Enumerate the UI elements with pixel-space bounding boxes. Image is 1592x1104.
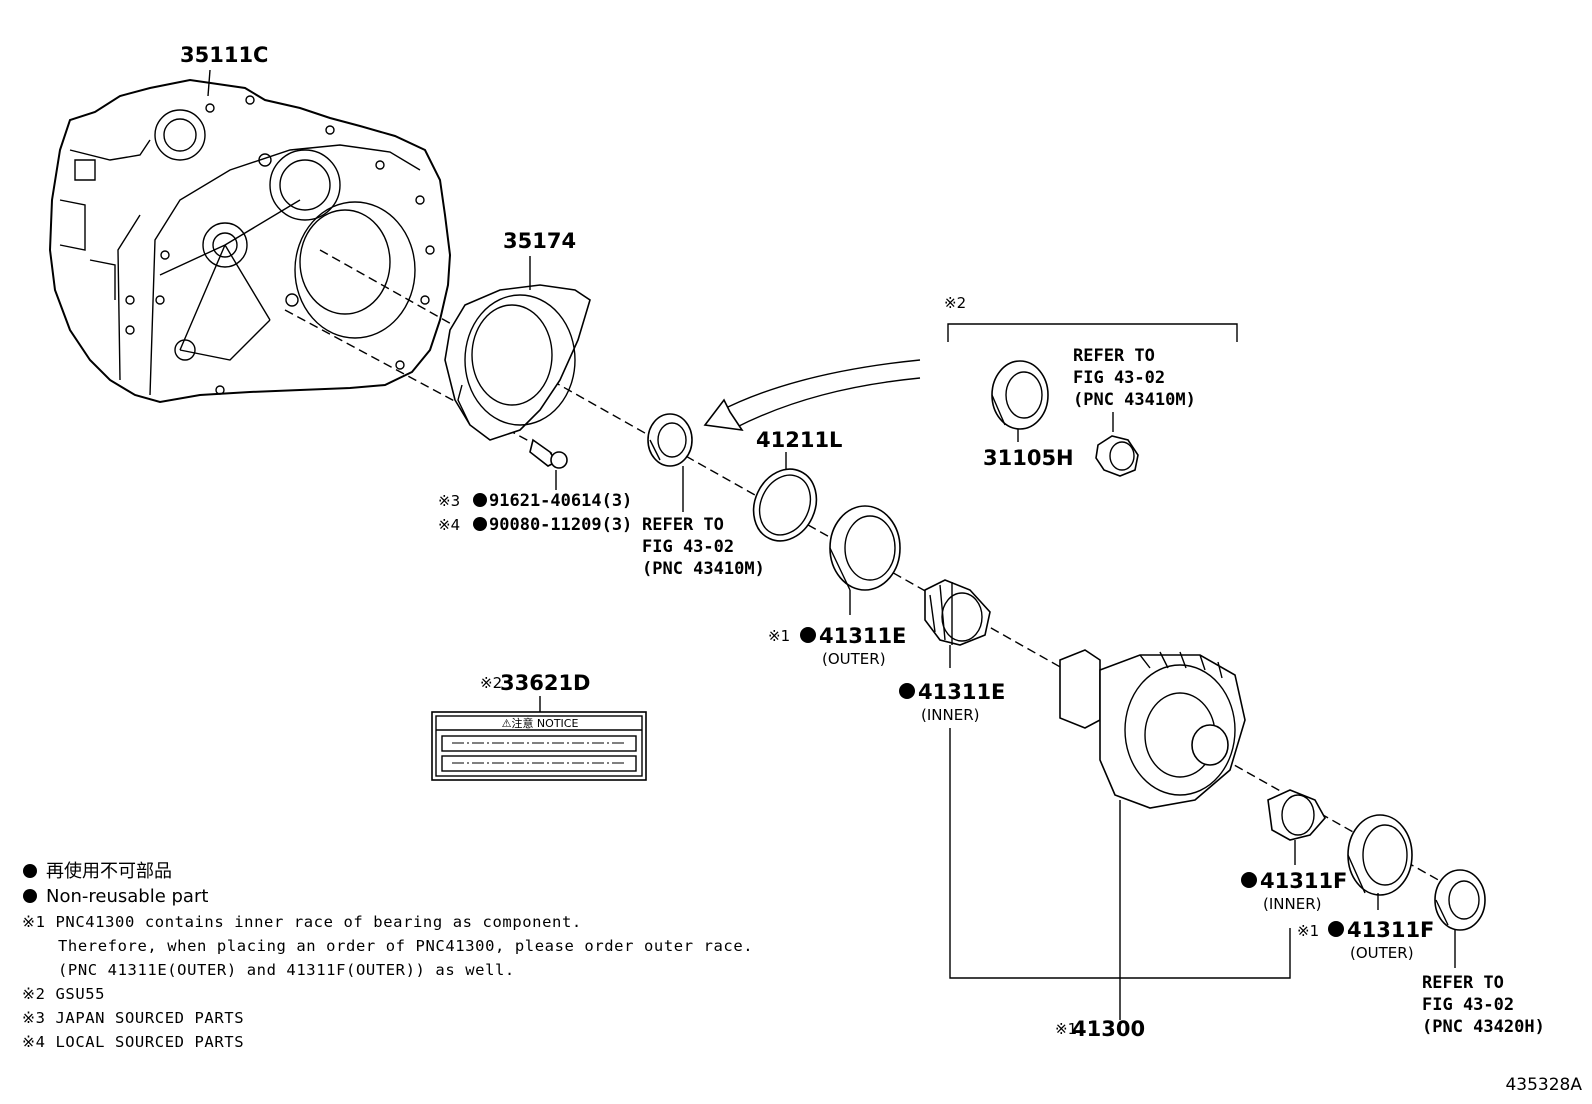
left-seal-ref-2: FIG 43-02 [642,537,734,557]
bearing-inner-e-label: 41311E [918,680,1005,704]
bearing-inner-f-label: 41311F [1260,869,1347,893]
bearing-outer-f-nonreusable-icon [1328,921,1344,937]
transaxle-housing-drawing [48,78,452,404]
bolt-drawing [529,438,568,469]
assembly-axis [319,249,1466,896]
bearing-outer-f-drawing [1347,814,1413,896]
bearing-inner-f-sub: (INNER) [1263,895,1321,913]
legend-note1-line2: Therefore, when placing an order of PNC4… [58,937,753,955]
housing-leader [207,69,211,97]
gsu-variant-arrow [717,359,921,413]
bearing-outer-e-sub: (OUTER) [822,650,886,668]
top-seal-ref-1: REFER TO [1073,346,1155,366]
legend-nonreusable-icon [23,889,37,903]
legend-note4: ※4 LOCAL SOURCED PARTS [22,1033,244,1051]
notice-label-mark: ※2 [480,674,502,692]
bolt-local-mark: ※4 [438,516,460,534]
bearing-inner-f-nonreusable-icon [1241,872,1257,888]
arrow-head-icon [703,398,744,432]
bearing-inner-e-nonreusable-icon [899,683,915,699]
right-seal-ref-3: (PNC 43420H) [1422,1017,1545,1037]
cover-plate-label: 35174 [503,229,576,253]
bolt-jp-mark: ※3 [438,492,460,510]
shim-ring-label: 41211L [756,428,842,452]
right-seal-ref-2: FIG 43-02 [1422,995,1514,1015]
legend-nonreusable-icon-jp [23,864,37,878]
differential-mark: ※1 [1055,1020,1077,1038]
left-seal-ref-3: (PNC 43410M) [642,559,765,579]
bolt-jp-nonreusable-icon [473,493,487,507]
left-oil-seal-drawing [647,413,693,467]
legend-jp-nonreusable: 再使用不可部品 [46,861,172,882]
legend-note1-line3: (PNC 41311E(OUTER) and 41311F(OUTER)) as… [58,961,515,979]
bearing-inner-e-drawing [924,579,991,646]
shim-ring-drawing [752,468,818,542]
notice-label-header: ⚠注意 NOTICE [502,716,579,730]
bolt-jp-label: 91621-40614(3) [489,491,632,511]
bolt-local-label: 90080-11209(3) [489,515,632,535]
differential-label: 41300 [1072,1017,1145,1041]
bearing-inner-e-sub: (INNER) [921,706,979,724]
top-seal-ref-3: (PNC 43410M) [1073,390,1196,410]
gsu-group-bracket [947,323,1238,342]
bearing-outer-e-mark: ※1 [768,627,790,645]
bearing-outer-f-mark: ※1 [1297,922,1319,940]
oil-seal-31105h-label: 31105H [983,446,1074,470]
oil-seal-31105h-drawing [991,360,1049,430]
notice-label-drawing [431,711,647,781]
bearing-outer-e-label: 41311E [819,624,906,648]
left-seal-ref-1: REFER TO [642,515,724,535]
bearing-outer-f-label: 41311F [1347,918,1434,942]
bearing-outer-e-drawing [829,505,901,591]
legend-note1-line1: ※1 PNC41300 contains inner race of beari… [22,913,582,931]
legend-note2: ※2 GSU55 [22,985,105,1003]
diagram-id: 435328A [1505,1075,1582,1095]
right-oil-seal-drawing [1434,869,1486,931]
cover-plate-drawing [444,284,591,441]
top-seal-ref-2: FIG 43-02 [1073,368,1165,388]
top-seal-drawing [1095,435,1139,477]
bearing-inner-f-drawing [1267,789,1326,841]
legend-note3: ※3 JAPAN SOURCED PARTS [22,1009,244,1027]
bearing-outer-e-nonreusable-icon [800,627,816,643]
right-seal-ref-1: REFER TO [1422,973,1504,993]
gsu-group-mark: ※2 [944,294,966,312]
notice-label-part: 33621D [500,671,591,695]
bearing-outer-f-sub: (OUTER) [1350,944,1414,962]
legend-nonreusable: Non-reusable part [46,886,208,907]
assembly-bracket [949,728,1291,979]
bolt-local-nonreusable-icon [473,517,487,531]
housing-label: 35111C [180,43,268,67]
differential-drawing [1059,649,1246,809]
